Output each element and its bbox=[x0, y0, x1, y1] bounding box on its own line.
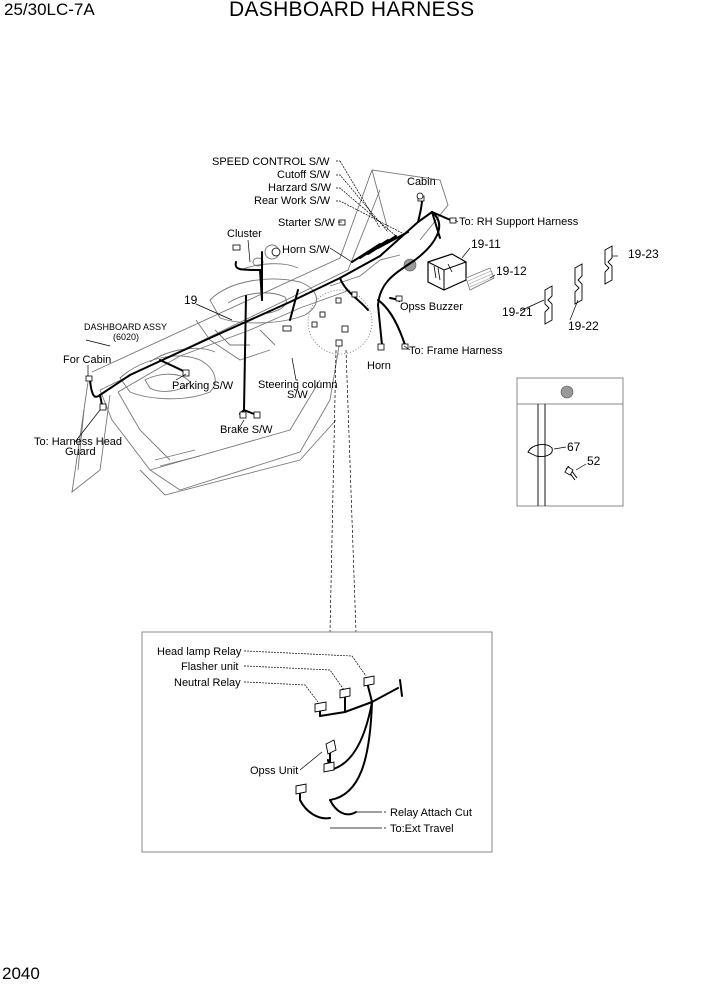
main-labels: SPEED CONTROL S/W Cutoff S/W Harzard S/W… bbox=[34, 156, 579, 458]
label-head-lamp-relay: Head lamp Relay bbox=[157, 646, 242, 658]
leader-lines bbox=[74, 160, 618, 633]
part-number-19-12: 19-12 bbox=[496, 264, 527, 278]
label-horn-sw: Horn S/W bbox=[282, 244, 330, 256]
label-parking-sw: Parking S/W bbox=[172, 380, 234, 392]
label-relay-attach-cut: Relay Attach Cut bbox=[390, 807, 472, 819]
part-number-19: 19 bbox=[184, 293, 198, 307]
label-for-cabin: For Cabin bbox=[63, 354, 111, 366]
label-cutoff-sw: Cutoff S/W bbox=[277, 169, 331, 181]
page-number: 2040 bbox=[2, 964, 40, 983]
label-dashboard-assy-code: (6020) bbox=[113, 332, 139, 342]
label-neutral-relay: Neutral Relay bbox=[174, 677, 241, 689]
label-speed-control-sw: SPEED CONTROL S/W bbox=[212, 156, 330, 168]
label-harness-head-guard: Guard bbox=[65, 446, 96, 458]
label-frame-harness: To: Frame Harness bbox=[409, 345, 503, 357]
relay-module-19-11 bbox=[427, 253, 467, 291]
label-opss-unit: Opss Unit bbox=[250, 765, 298, 777]
bracket-19-23 bbox=[604, 245, 613, 285]
part-numbers: 19 19-11 19-12 19-21 19-22 19-23 67 52 bbox=[184, 237, 659, 468]
model-code: 25/30LC-7A bbox=[4, 0, 95, 19]
label-ext-travel: To:Ext Travel bbox=[390, 823, 454, 835]
label-steering-column: Steering column bbox=[258, 379, 338, 391]
label-rh-support-harness: To: RH Support Harness bbox=[459, 216, 579, 228]
connectors bbox=[85, 192, 457, 419]
part-number-67: 67 bbox=[567, 440, 581, 454]
label-hazard-sw: Harzard S/W bbox=[268, 182, 332, 194]
bracket-19-22 bbox=[574, 263, 583, 305]
pad-19-12 bbox=[465, 267, 495, 291]
label-rear-work-sw: Rear Work S/W bbox=[254, 195, 331, 207]
part-number-19-22: 19-22 bbox=[568, 319, 599, 333]
label-horn: Horn bbox=[367, 360, 391, 372]
bracket-19-21 bbox=[544, 285, 553, 325]
label-cabin: Cabin bbox=[407, 176, 436, 188]
label-opss-buzzer: Opss Buzzer bbox=[400, 301, 463, 313]
label-flasher-unit: Flasher unit bbox=[181, 661, 238, 673]
page-title: DASHBOARD HARNESS bbox=[229, 0, 475, 21]
part-number-52: 52 bbox=[587, 454, 601, 468]
part-number-19-21: 19-21 bbox=[502, 305, 533, 319]
label-brake-sw: Brake S/W bbox=[220, 424, 273, 436]
label-harness-head: To: Harness Head bbox=[34, 436, 122, 448]
label-steering-column-sw: S/W bbox=[287, 389, 308, 401]
label-dashboard-assy: DASHBOARD ASSY bbox=[84, 322, 167, 332]
part-number-19-11: 19-11 bbox=[471, 237, 501, 251]
label-cluster: Cluster bbox=[227, 228, 262, 240]
part-number-19-23: 19-23 bbox=[628, 247, 659, 261]
dashboard-body bbox=[71, 169, 449, 496]
detail-labels: Head lamp Relay Flasher unit Neutral Rel… bbox=[157, 646, 472, 835]
label-starter-sw: Starter S/W bbox=[278, 217, 335, 229]
clip-detail-box bbox=[516, 377, 624, 507]
relay-detail-box bbox=[141, 631, 493, 853]
